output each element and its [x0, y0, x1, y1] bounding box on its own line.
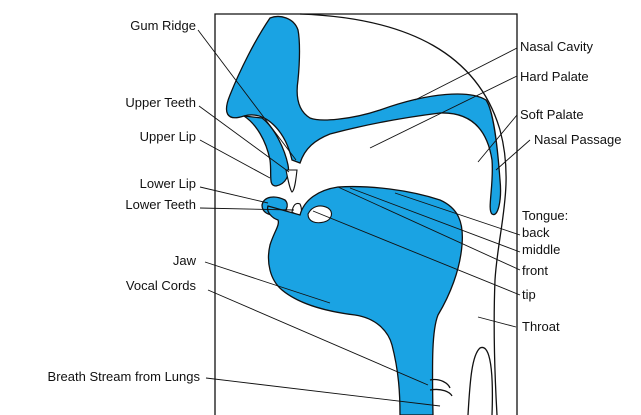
label-lower-teeth: Lower Teeth: [125, 197, 196, 212]
label-upper-teeth: Upper Teeth: [125, 95, 196, 110]
leader-lower-lip: [200, 187, 268, 203]
label-lower-lip: Lower Lip: [140, 176, 196, 191]
label-tongue-middle: middle: [522, 242, 560, 257]
label-vocal-cords: Vocal Cords: [126, 278, 197, 293]
label-tongue-back: back: [522, 225, 550, 240]
leader-nasal-cavity: [415, 48, 517, 100]
label-gum-ridge: Gum Ridge: [130, 18, 196, 33]
label-nasal-cavity: Nasal Cavity: [520, 39, 593, 54]
label-jaw: Jaw: [173, 253, 197, 268]
label-upper-lip: Upper Lip: [140, 129, 196, 144]
label-breath-stream: Breath Stream from Lungs: [48, 369, 201, 384]
label-soft-palate: Soft Palate: [520, 107, 584, 122]
label-hard-palate: Hard Palate: [520, 69, 589, 84]
epiglottis-shape: [468, 347, 492, 415]
label-nasal-passage: Nasal Passage: [534, 132, 621, 147]
leader-nasal-passage: [496, 140, 530, 170]
label-tongue-tip: tip: [522, 287, 536, 302]
tongue-jaw-shape: [268, 187, 463, 415]
leader-upper-lip: [200, 140, 270, 178]
upper-teeth-shape: [286, 170, 297, 192]
leader-throat: [478, 317, 516, 327]
label-throat: Throat: [522, 319, 560, 334]
label-tongue: Tongue:: [522, 208, 568, 223]
label-tongue-front: front: [522, 263, 548, 278]
upper-palate-shape: [227, 17, 501, 215]
